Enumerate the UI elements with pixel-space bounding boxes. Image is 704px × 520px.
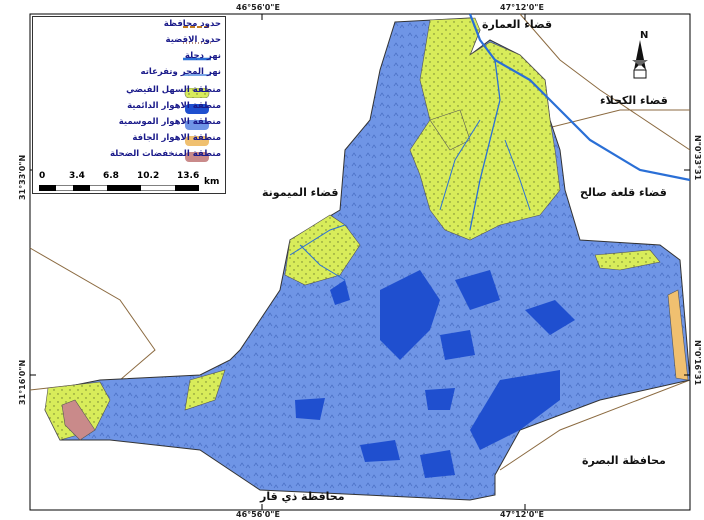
floodplain-east — [594, 249, 661, 271]
permanent-marsh-2 — [455, 270, 500, 310]
legend-item-governorate: حدود محافظة — [33, 19, 227, 35]
legend-item-seasonal-marsh: منطقة الاهوار الموسمية — [33, 117, 227, 133]
coord-bottom-left: 46°56'0"E — [236, 510, 280, 519]
permanent-marsh-9 — [420, 450, 455, 478]
permanent-marsh-10 — [330, 280, 350, 305]
seasonal-marsh-swatch — [185, 120, 209, 130]
legend-label: نهر دجلة — [184, 51, 221, 61]
coord-top-right: 47°12'0"E — [500, 3, 544, 12]
label-dhi-qar: محافظة ذي قار — [260, 490, 345, 503]
majar-branch-3 — [299, 244, 346, 281]
permanent-marsh-3 — [525, 300, 575, 335]
scale-bar-graphic — [39, 185, 199, 191]
district-boundary-north — [519, 13, 691, 151]
dashed-line-icon — [183, 26, 211, 28]
river-line-icon — [183, 57, 211, 61]
legend-item-permanent-marsh: منطقة الاهوار الدائمية — [33, 101, 227, 117]
coord-left-upper: 31°33'0"N — [18, 154, 27, 200]
north-arrow-icon — [632, 40, 648, 79]
legend-label: منطقة الاهوار الجافة — [132, 133, 221, 143]
majar-branch-2 — [504, 139, 531, 211]
floodplain-west-1 — [284, 214, 361, 286]
scale-tick: 3.4 — [69, 171, 85, 181]
coord-right-upper: N"0'33°31 — [693, 135, 702, 181]
label-qalat-salih: قضاء قلعة صالح — [580, 186, 667, 199]
legend-label: حدود الاقضية — [165, 35, 221, 45]
legend-item-tigris: نهر دجلة — [33, 51, 227, 67]
legend-item-floodplain: منطقة السهل الفيضي — [33, 85, 227, 101]
scale-tick: 6.8 — [103, 171, 119, 181]
permanent-marsh-8 — [360, 440, 400, 462]
coord-right-lower: N"0'16°31 — [693, 340, 702, 386]
district-boundary-se — [499, 379, 691, 471]
permanent-marsh-7 — [470, 370, 560, 450]
floodplain-west-3 — [184, 369, 226, 411]
legend-item-dry-marsh: منطقة الاهوار الجافة — [33, 133, 227, 149]
permanent-marsh-4 — [440, 330, 475, 360]
river-branch-icon — [183, 74, 211, 76]
permanent-marsh-6 — [425, 388, 455, 410]
legend-label: حدود محافظة — [163, 19, 221, 29]
legend-item-district: حدود الاقضية — [33, 35, 227, 51]
coord-left-lower: 31°16'0"N — [18, 359, 27, 405]
scale-tick: 10.2 — [137, 171, 160, 181]
scale-unit: km — [204, 177, 220, 187]
majar-branch-1 — [439, 119, 481, 211]
tigris-river — [468, 13, 691, 182]
legend-label: نهر المجر وتفرعاته — [140, 67, 221, 77]
north-arrow-letter: N — [640, 30, 649, 41]
label-kahla: قضاء الكحلاء — [600, 94, 668, 107]
legend-item-depressions: منطقة المنخفضات الضحلة — [33, 149, 227, 165]
coord-top-left: 46°56'0"E — [236, 3, 280, 12]
label-amara: قضاء العمارة — [482, 18, 553, 31]
label-maimuna: قضاء الميمونة — [262, 186, 339, 199]
district-boundary-east — [539, 109, 690, 131]
dry-marsh-swatch — [185, 136, 209, 146]
legend-label: منطقة الاهوار الدائمية — [127, 101, 221, 111]
label-basra: محافظة البصرة — [582, 454, 666, 467]
majar-branch-4 — [289, 224, 346, 256]
permanent-marsh-5 — [295, 398, 325, 420]
legend-label: منطقة المنخفضات الضحلة — [109, 149, 221, 159]
majar-river — [469, 59, 501, 231]
floodplain-mid — [429, 109, 471, 151]
scale-tick: 0 — [39, 171, 46, 181]
coord-bottom-right: 47°12'0"E — [500, 510, 544, 519]
depression-swatch — [185, 152, 209, 162]
map-legend: حدود محافظة حدود الاقضية نهر دجلة نهر ال… — [32, 16, 226, 194]
permanent-marsh-swatch — [185, 104, 209, 114]
scale-tick: 13.6 — [177, 171, 200, 181]
dry-marsh-east — [667, 289, 689, 381]
permanent-marsh-1 — [380, 270, 440, 360]
floodplain-swatch — [184, 88, 210, 98]
shallow-depression — [61, 399, 96, 441]
legend-item-majar: نهر المجر وتفرعاته — [33, 67, 227, 83]
legend-label: منطقة السهل الفيضي — [126, 85, 221, 95]
legend-label: منطقة الاهوار الموسمية — [118, 117, 221, 127]
